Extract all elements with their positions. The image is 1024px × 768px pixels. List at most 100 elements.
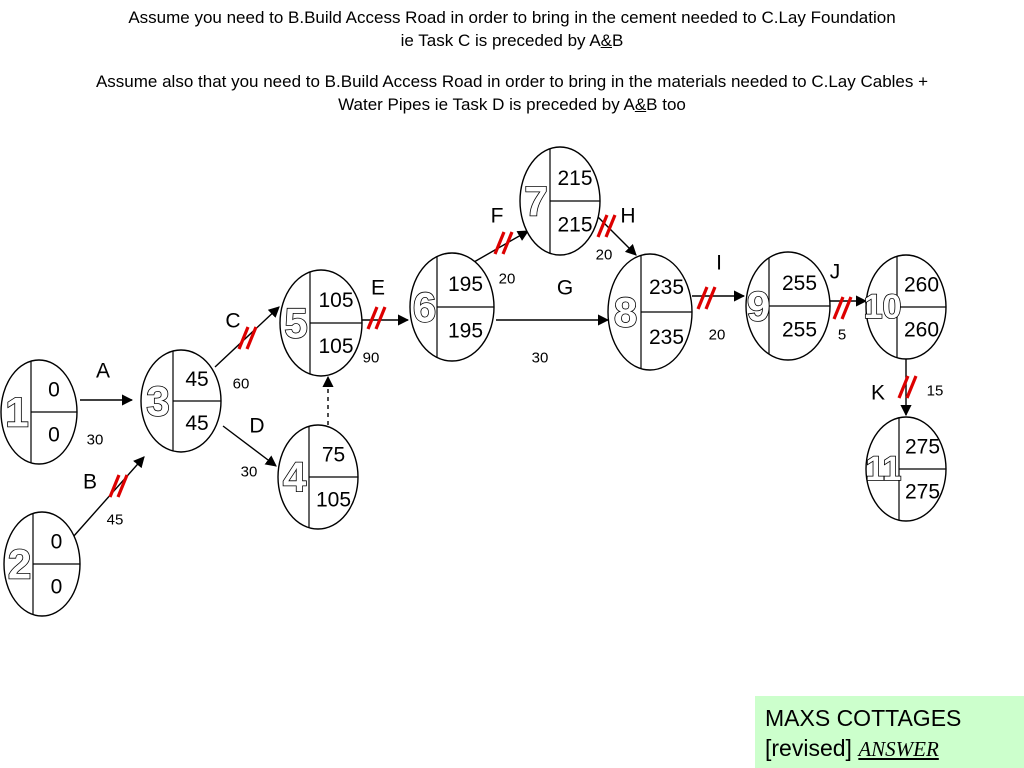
node-8-latest-time: 235 (649, 326, 684, 349)
critical-marker-b (108, 474, 129, 498)
node-7-number: 7 (524, 178, 547, 225)
node-7-latest-time: 215 (557, 213, 592, 236)
node-9-earliest-time: 255 (782, 272, 817, 295)
activity-duration-i: 20 (709, 327, 726, 344)
node-9-latest-time: 255 (782, 318, 817, 341)
activity-label-i: I (716, 252, 722, 275)
note-2-ampersand: & (634, 95, 647, 114)
node-6-number: 6 (413, 284, 436, 331)
critical-marker-c (237, 326, 258, 350)
activity-label-k: K (871, 382, 885, 405)
node-3-earliest-time: 45 (185, 368, 208, 391)
critical-marker-i (696, 286, 717, 310)
critical-marker-f (493, 231, 514, 255)
critical-marker-h (596, 214, 617, 238)
node-6: 6 195 195 (409, 252, 495, 362)
activity-label-b: B (83, 471, 97, 494)
activity-arrow-h (593, 212, 637, 256)
answer-box-subtitle: [revised] ANSWER (765, 733, 1014, 764)
activity-c: C60 (214, 306, 280, 393)
activity-f: F20 (473, 205, 529, 288)
activity-label-c: C (225, 310, 240, 333)
node-1-number: 1 (5, 389, 28, 436)
activity-a: A 30 (80, 360, 134, 449)
activity-label-g: G (557, 277, 573, 300)
node-5-earliest-time: 105 (318, 289, 353, 312)
node-7-earliest-time: 215 (557, 167, 592, 190)
activity-d: D 30 (222, 415, 277, 481)
node-2-number: 2 (8, 541, 31, 588)
activity-duration-e: 90 (363, 350, 380, 367)
answer-box-title: MAXS COTTAGES (765, 705, 962, 731)
answer-box-revised: [revised] (765, 735, 852, 761)
critical-marker-k (897, 375, 918, 399)
node-3-number: 3 (146, 378, 169, 425)
activity-duration-j: 5 (838, 327, 846, 344)
node-2-earliest-time: 0 (51, 531, 63, 554)
activity-duration-f: 20 (499, 271, 516, 288)
activity-label-a: A (96, 360, 110, 383)
node-5: 5 105 105 (279, 269, 363, 377)
activity-duration-b: 45 (107, 512, 124, 529)
activity-arrow-d (222, 425, 277, 467)
node-10-latest-time: 260 (904, 318, 939, 341)
activity-arrow-f (473, 230, 529, 263)
node-4-number: 4 (283, 454, 307, 501)
node-10-number: 10 (864, 288, 902, 326)
answer-box-answer: ANSWER (858, 737, 939, 761)
node-11-latest-time: 275 (905, 480, 940, 503)
activity-duration-a: 30 (87, 432, 104, 449)
activity-arrow-c (214, 306, 280, 368)
activity-label-h: H (620, 205, 635, 228)
activity-arrow-b (72, 456, 145, 538)
node-8-number: 8 (614, 289, 637, 336)
critical-marker-e (366, 306, 387, 330)
note-2-line-b-end: B too (646, 95, 686, 114)
instruction-note-1: Assume you need to B.Build Access Road i… (0, 6, 1024, 52)
node-5-number: 5 (284, 300, 307, 347)
note-2-line-a: Assume also that you need to B.Build Acc… (95, 72, 929, 91)
activity-e: E 90 (362, 277, 410, 367)
answer-box: MAXS COTTAGES [revised] ANSWER (755, 696, 1024, 768)
node-3: 3 45 45 (140, 349, 222, 453)
node-2-latest-time: 0 (51, 575, 63, 598)
node-3-latest-time: 45 (185, 412, 208, 435)
activity-label-d: D (249, 415, 264, 438)
node-4-latest-time: 105 (316, 488, 351, 511)
note-1-line-a: Assume you need to B.Build Access Road i… (128, 8, 896, 27)
activity-duration-d: 30 (241, 464, 258, 481)
node-1-earliest-time: 0 (48, 379, 60, 402)
node-7: 7 215 215 (519, 146, 601, 256)
note-2-line-b: Water Pipes ie Task D is preceded by A&B… (0, 93, 1024, 116)
activity-k: K 15 (871, 359, 944, 417)
node-5-latest-time: 105 (318, 335, 353, 358)
node-4-earliest-time: 75 (322, 444, 345, 467)
node-1-latest-time: 0 (48, 423, 60, 446)
activity-duration-h: 20 (596, 247, 613, 264)
node-11-earliest-time: 275 (905, 436, 940, 459)
activity-i: I 20 (692, 252, 746, 344)
activity-label-j: J (830, 261, 841, 284)
note-1-ampersand: & (600, 31, 612, 50)
activity-b: B 45 (72, 456, 145, 538)
node-4: 4 75 105 (277, 424, 359, 530)
node-6-earliest-time: 195 (448, 273, 483, 296)
activity-g: G 30 (496, 277, 610, 367)
activity-duration-k: 15 (927, 383, 944, 400)
instruction-note-2: Assume also that you need to B.Build Acc… (0, 70, 1024, 116)
node-10-earliest-time: 260 (904, 274, 939, 297)
note-1-line-b-end: B (612, 31, 624, 50)
activity-duration-g: 30 (532, 350, 549, 367)
activity-h: H 20 (593, 205, 637, 264)
activity-label-e: E (371, 277, 385, 300)
node-6-latest-time: 195 (448, 319, 483, 342)
critical-marker-j (832, 296, 853, 320)
